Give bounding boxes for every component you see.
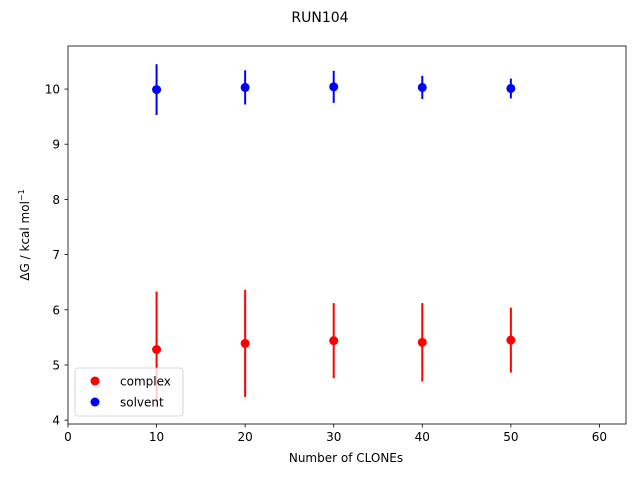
y-tick-label: 4 xyxy=(52,414,60,428)
x-axis: 0 10 20 30 40 50 60 xyxy=(64,424,607,444)
legend-frame xyxy=(74,367,184,417)
y-tick-label: 10 xyxy=(45,83,60,97)
x-axis-label: Number of CLONEs xyxy=(289,451,403,465)
y-axis-label-text: ΔG / kcal mol xyxy=(18,201,32,281)
legend-label-complex: complex xyxy=(120,375,171,389)
complex-point xyxy=(329,336,339,346)
y-tick-label: 6 xyxy=(52,303,60,317)
y-tick-label: 8 xyxy=(52,193,60,207)
solvent-point xyxy=(240,82,250,92)
solvent-point xyxy=(417,82,427,92)
y-tick-label: 5 xyxy=(52,358,60,372)
x-tick-label: 10 xyxy=(149,430,164,444)
x-tick-label: 50 xyxy=(503,430,518,444)
y-axis-label: ΔG / kcal mol−1 xyxy=(17,189,32,280)
complex-point xyxy=(240,338,250,348)
solvent-point xyxy=(506,83,516,93)
y-axis-label-exponent: −1 xyxy=(17,189,26,201)
complex-point xyxy=(417,337,427,347)
solvent-point xyxy=(329,82,339,92)
solvent-point xyxy=(152,85,162,95)
legend-marker-complex xyxy=(90,376,100,386)
x-tick-label: 30 xyxy=(326,430,341,444)
complex-point xyxy=(506,335,516,345)
y-tick-label: 9 xyxy=(52,138,60,152)
x-tick-label: 60 xyxy=(592,430,607,444)
y-tick-label: 7 xyxy=(52,248,60,262)
x-tick-label: 0 xyxy=(64,430,72,444)
chart-title: RUN104 xyxy=(291,10,348,26)
legend-marker-solvent xyxy=(90,397,100,407)
plot-frame xyxy=(67,45,627,425)
x-tick-label: 40 xyxy=(415,430,430,444)
y-axis: 4 5 6 7 8 9 10 xyxy=(45,83,68,428)
plot-area xyxy=(67,45,627,425)
legend: complex solvent xyxy=(74,367,184,417)
complex-point xyxy=(152,345,162,355)
legend-label-solvent: solvent xyxy=(120,396,164,410)
x-tick-label: 20 xyxy=(238,430,253,444)
